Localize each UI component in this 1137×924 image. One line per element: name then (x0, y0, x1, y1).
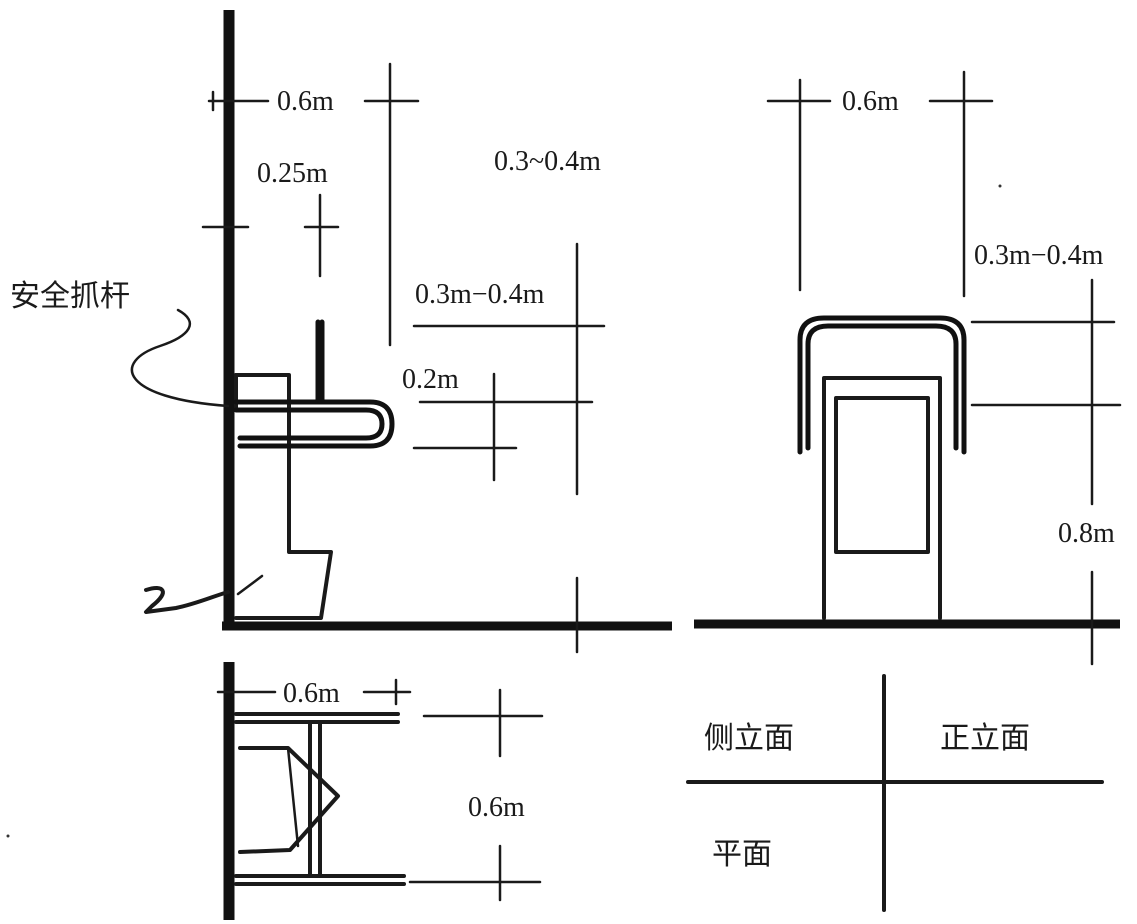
wall-marker-squiggle (144, 586, 230, 614)
plan-grab-bar-top (234, 712, 400, 724)
stray-dot (6, 834, 10, 838)
legend-plan: 平面 (712, 837, 772, 872)
legend-side-elevation: 侧立面 (704, 721, 794, 756)
plan-center-post (308, 720, 322, 878)
plan-view: 0.6m 0.6m (216, 662, 544, 920)
legend-front-elevation: 正立面 (940, 721, 1030, 756)
grab-bar-label: 安全抓杆 (10, 279, 130, 314)
plan-dim-top-label: 0.6m (283, 678, 340, 709)
plan-toilet-inner (286, 746, 300, 848)
view-legend: 侧立面 正立面 平面 (686, 674, 1104, 912)
front-toilet-tank (834, 396, 930, 554)
side-grab-bar (233, 399, 395, 449)
side-toilet-outline (234, 373, 333, 620)
front-dim-floor-label: 0.8m (1058, 518, 1115, 549)
side-dim-02-label: 0.2m (402, 364, 459, 395)
front-dim-range-mid-label: 0.3m−0.4m (974, 240, 1104, 271)
front-dim-top-label: 0.6m (842, 86, 899, 117)
grab-bar-leader (130, 308, 230, 408)
side-dim-range-mid-label: 0.3m−0.4m (415, 279, 545, 310)
side-vertical-bar (315, 319, 325, 403)
side-elevation-view: 0.6m 0.25m 0.3~0.4m 0.3m−0.4m 0.2m (130, 10, 672, 654)
plan-dim-right-label: 0.6m (468, 792, 525, 823)
side-dim-top-label: 0.6m (277, 86, 334, 117)
front-toilet-body (822, 376, 942, 620)
front-elevation-view: 0.6m 0.3m−0.4m 0.8m (694, 70, 1122, 666)
stray-dot (998, 184, 1002, 188)
side-dim-range-top-label: 0.3~0.4m (494, 146, 601, 177)
side-grab-bar-inner (233, 407, 385, 441)
front-grab-bar (797, 315, 967, 455)
wall-marker-tick (236, 574, 264, 596)
side-dim-025-label: 0.25m (257, 158, 328, 189)
front-grab-bar-inner (805, 323, 959, 451)
plan-toilet-outline (238, 746, 340, 854)
